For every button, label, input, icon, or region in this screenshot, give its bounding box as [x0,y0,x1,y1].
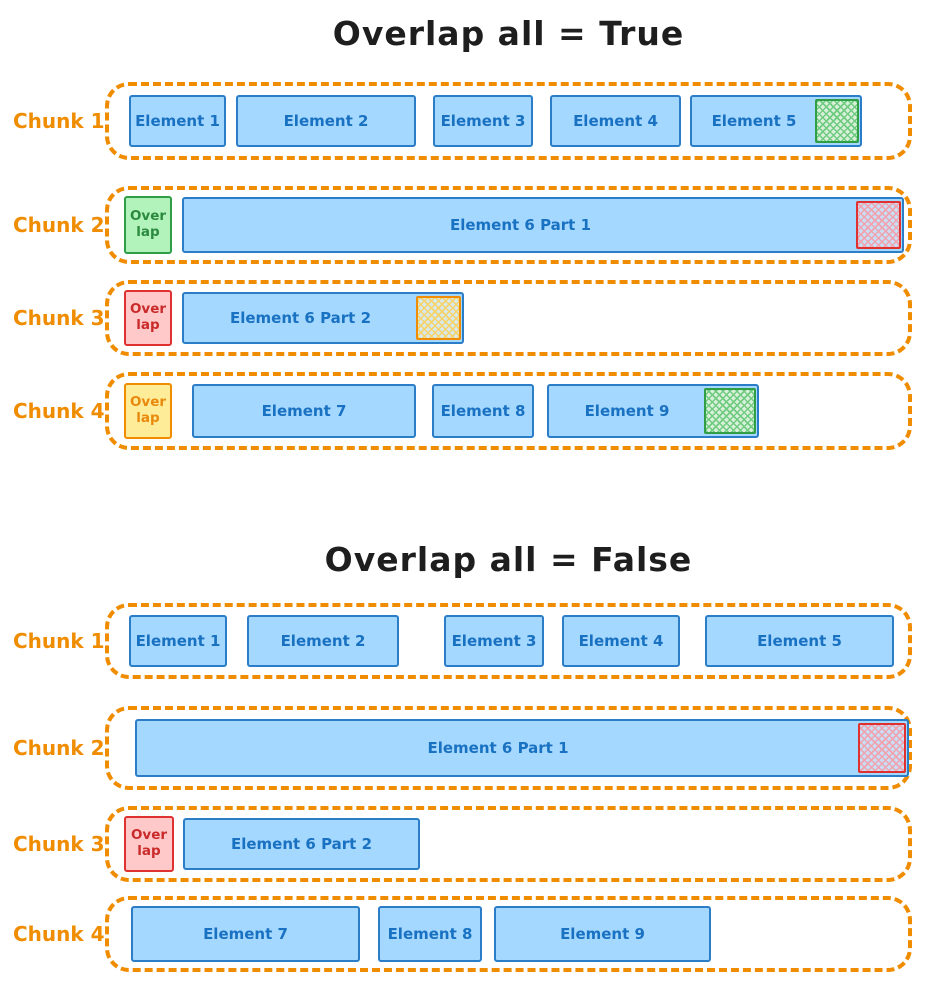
element-label: Element 3 [440,112,526,130]
element-box: Element 8 [432,384,534,438]
chunk-label: Chunk 2 [13,736,105,760]
overlap-label: Over lap [129,394,167,426]
element-label: Element 6 Part 1 [427,739,569,757]
element-label: Element 7 [261,402,347,420]
chunk-row: Chunk 2 Element 6 Part 1 [0,706,941,790]
element-box: Element 6 Part 1 [135,719,909,777]
chunk-label: Chunk 1 [13,109,105,133]
element-label: Element 3 [451,632,537,650]
element-box: Element 3 [433,95,533,147]
element-label: Element 6 Part 1 [449,216,592,234]
overlap-label: Over lap [130,827,168,859]
overlap-hatch-region-green [704,388,756,434]
overlap-hatch-region-green [815,99,859,143]
chunk-container: Element 1 Element 2 Element 3 Element 4 Elem… [105,603,912,679]
chunk-row: Chunk 2 Over lap Element 6 Part 1 [0,186,941,264]
chunk-row: Chunk 3 Over lap Element 6 Part 2 [0,280,941,356]
section-title: Overlap all = True [332,14,685,53]
element-box: Element 2 [247,615,399,667]
chunk-row: Chunk 3 Over lap Element 6 Part 2 [0,806,941,882]
overlap-label: Over lap [129,301,167,333]
chunk-label: Chunk 3 [13,832,105,856]
element-label: Element 1 [135,632,221,650]
element-label: Element 9 [560,925,645,943]
element-box: Element 4 [550,95,681,147]
chunk-container: Over lap Element 6 Part 2 [105,280,912,356]
overlap-box: Over lap [124,196,172,254]
element-label: Element 4 [573,112,658,130]
overlap-hatch-region-orange [416,296,461,340]
element-box: Element 6 Part 2 [183,818,420,870]
element-label: Element 5 [757,632,842,650]
chunk-label: Chunk 3 [13,306,105,330]
element-box: Element 9 [547,384,759,438]
chunk-row: Chunk 4 Element 7 Element 8 Element 9 [0,896,941,972]
element-label: Element 4 [578,632,664,650]
chunk-container: Over lap Element 6 Part 1 [105,186,912,264]
element-box: Element 4 [562,615,680,667]
element-label: Element 6 Part 2 [229,309,372,327]
element-label: Element 9 [584,402,670,420]
element-box: Element 5 [690,95,862,147]
element-box: Element 2 [236,95,416,147]
element-box: Element 6 Part 2 [182,292,464,344]
element-box: Element 1 [129,615,227,667]
chunk-label: Chunk 4 [13,399,105,423]
element-box: Element 8 [378,906,482,962]
chunk-container: Element 1 Element 2 Element 3 Element 4 Elem… [105,82,912,160]
element-label: Element 7 [203,925,288,943]
element-label: Element 8 [387,925,473,943]
overlap-label: Over lap [129,208,167,240]
chunk-container: Over lap Element 7 Element 8 Element 9 [105,372,912,450]
element-label: Element 8 [440,402,526,420]
section-title: Overlap all = False [324,540,693,579]
element-box: Element 5 [705,615,894,667]
chunk-label: Chunk 2 [13,213,105,237]
element-label: Element 6 Part 2 [230,835,373,853]
element-label: Element 1 [135,112,220,130]
overlap-box: Over lap [124,290,172,346]
element-label: Element 2 [280,632,366,650]
chunk-container: Element 7 Element 8 Element 9 [105,896,912,972]
chunk-row: Chunk 4 Over lap Element 7 Element 8 Element… [0,372,941,450]
chunk-label: Chunk 1 [13,629,105,653]
element-box: Element 3 [444,615,544,667]
overlap-box: Over lap [124,816,174,872]
element-box: Element 7 [192,384,416,438]
overlap-hatch-region-red [858,723,906,773]
element-box: Element 1 [129,95,226,147]
element-box: Element 6 Part 1 [182,197,904,253]
element-box: Element 9 [494,906,711,962]
chunk-container: Element 6 Part 1 [105,706,912,790]
element-label: Element 5 [711,112,797,130]
overlap-hatch-region-red [856,201,901,249]
chunk-container: Over lap Element 6 Part 2 [105,806,912,882]
overlap-box: Over lap [124,383,172,439]
element-label: Element 2 [283,112,369,130]
element-box: Element 7 [131,906,360,962]
chunk-label: Chunk 4 [13,922,105,946]
